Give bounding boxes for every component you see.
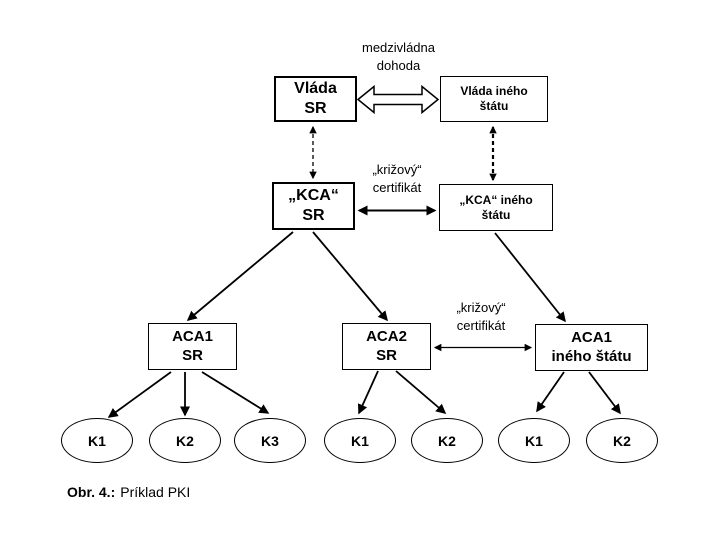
arrow-aca2sr-k1 — [357, 370, 379, 415]
intergov-agreement-label: medzivládna dohoda — [326, 39, 471, 74]
leaf-aca2sr-k2: K2 — [411, 418, 483, 463]
node-label: Vláda iného — [460, 84, 528, 98]
leaf-aca1ineho-k2: K2 — [586, 418, 658, 463]
leaf-aca2sr-k1: K1 — [324, 418, 396, 463]
node-label: „KCA“ iného — [459, 192, 533, 207]
arrow-aca1sr-k3 — [201, 371, 270, 414]
hollow-double-arrow-icon — [356, 84, 440, 115]
leaf-aca1ineho-k1: K1 — [498, 418, 570, 463]
node-label: štátu — [481, 207, 511, 222]
arrow-kca-sr-to-aca1-sr — [186, 231, 294, 321]
arrow-aca1ineho-k2 — [588, 371, 621, 415]
arrow-aca2sr-k2 — [395, 370, 447, 414]
figure-caption: Obr. 4.:Príklad PKI — [67, 484, 190, 500]
node-vlada-ineho-statu: Vláda iného štátu — [440, 76, 548, 122]
arrow-aca1sr-k1 — [107, 371, 172, 418]
node-label: iného štátu — [551, 347, 632, 365]
figure-title: Príklad PKI — [120, 484, 191, 500]
node-label: Vláda — [294, 80, 337, 97]
cross-cert-kca-line2: certifikát — [372, 179, 422, 195]
node-label: ACA1 — [172, 327, 213, 345]
agreement-line2: dohoda — [376, 57, 421, 73]
leaf-aca1sr-k2: K2 — [149, 418, 221, 463]
node-label: ACA1 — [571, 328, 612, 346]
node-label: ACA2 — [366, 327, 407, 345]
node-vlada-sr: Vláda SR — [274, 76, 357, 122]
node-kca-ineho-statu: „KCA“ iného štátu — [439, 184, 553, 231]
agreement-line1: medzivládna — [362, 40, 435, 55]
node-aca2-sr: ACA2 SR — [342, 323, 431, 370]
cross-cert-aca-line2: certifikát — [456, 317, 506, 333]
node-label: štátu — [479, 99, 509, 113]
node-label: SR — [302, 207, 325, 224]
cross-certificate-label-aca: „križový“ certifikát — [433, 299, 529, 334]
figure-number: Obr. 4.: — [67, 484, 116, 500]
cross-cert-kca-line1: „križový“ — [372, 162, 422, 177]
arrow-aca1ineho-k1 — [536, 371, 565, 413]
leaf-aca1sr-k3: K3 — [234, 418, 306, 463]
arrow-kca-sr-to-aca2-sr — [312, 231, 388, 322]
node-aca1-sr: ACA1 SR — [148, 323, 237, 370]
node-aca1-ineho-statu: ACA1 iného štátu — [535, 324, 648, 371]
cross-certificate-label-kca: „križový“ certifikát — [349, 161, 445, 196]
node-label: SR — [376, 346, 397, 364]
node-label: SR — [304, 100, 327, 117]
node-kca-sr: „KCA“ SR — [272, 182, 355, 230]
node-label: „KCA“ — [288, 187, 339, 204]
leaf-aca1sr-k1: K1 — [61, 418, 133, 463]
cross-cert-aca-line1: „križový“ — [456, 300, 506, 315]
node-label: SR — [182, 346, 203, 364]
